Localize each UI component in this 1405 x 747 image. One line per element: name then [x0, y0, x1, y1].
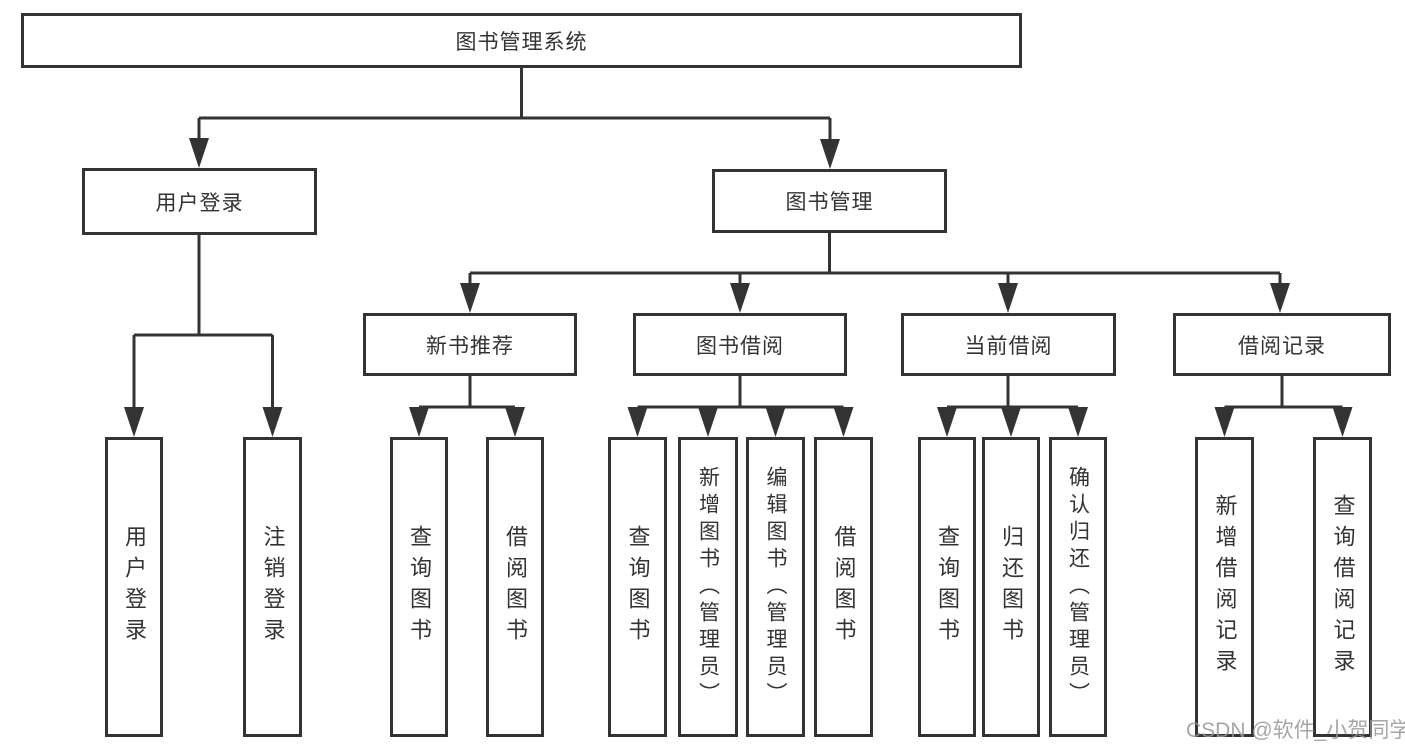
watermark: CSDN @软件_小贺同学: [1186, 719, 1405, 742]
leaf-current-query-books: 查询图书: [918, 437, 976, 737]
arrow-down-icon: [1068, 407, 1088, 437]
node-label: 借阅记录: [1238, 334, 1326, 358]
arrow-down-icon: [1001, 407, 1021, 437]
leaf-current-confirm-return-admin: 确认归还（管理员）: [1049, 437, 1107, 737]
arrow-down-icon: [627, 407, 648, 437]
leaf-recommend-query-books: 查询图书: [390, 437, 448, 737]
arrow-down-icon: [505, 407, 525, 437]
node-label: 用户登录: [155, 191, 244, 215]
arrow-down-icon: [998, 283, 1018, 313]
leaf-label: 注销登录: [260, 525, 286, 649]
leaf-label: 新增图书（管理员）: [696, 465, 720, 709]
leaf-borrowing-query-books: 查询图书: [608, 437, 667, 737]
arrow-down-icon: [409, 407, 429, 437]
leaf-borrowing-add-books-admin: 新增图书（管理员）: [678, 437, 738, 737]
leaf-label: 归还图书: [999, 525, 1024, 649]
node-label: 新书推荐: [426, 334, 514, 358]
arrowhead-icons: [124, 138, 1353, 437]
arrow-down-icon: [1214, 407, 1235, 437]
leaf-label: 查询图书: [935, 525, 960, 649]
node-label: 图书借阅: [696, 334, 784, 358]
arrow-down-icon: [460, 283, 480, 313]
leaf-label: 查询图书: [407, 525, 432, 649]
node-root: 图书管理系统: [21, 13, 1022, 68]
node-label: 图书管理: [785, 191, 874, 214]
arrow-down-icon: [765, 407, 786, 437]
leaf-label: 编辑图书（管理员）: [764, 465, 787, 709]
leaf-logout: 注销登录: [243, 437, 302, 737]
node-borrow-records: 借阅记录: [1173, 313, 1391, 376]
node-book-management: 图书管理: [712, 169, 947, 233]
leaf-current-return-books: 归还图书: [982, 437, 1040, 737]
leaf-label: 确认归还（管理员）: [1066, 465, 1090, 709]
node-current-borrowing: 当前借阅: [901, 313, 1116, 376]
leaf-label: 新增借阅记录: [1212, 494, 1238, 680]
leaf-label: 借阅图书: [831, 525, 857, 649]
arrow-down-icon: [1332, 407, 1353, 437]
node-user-login: 用户登录: [82, 168, 317, 235]
node-label: 当前借阅: [964, 334, 1053, 358]
node-new-book-recommend: 新书推荐: [363, 313, 577, 376]
leaf-records-query-record: 查询借阅记录: [1313, 437, 1372, 737]
arrow-down-icon: [937, 407, 957, 437]
node-label: 图书管理系统: [455, 30, 588, 54]
arrow-down-icon: [698, 407, 718, 437]
arrow-down-icon: [189, 138, 209, 168]
leaf-label: 用户登录: [122, 525, 147, 649]
arrow-down-icon: [262, 407, 283, 437]
leaf-recommend-borrow-books: 借阅图书: [486, 437, 544, 737]
leaf-borrowing-borrow-books: 借阅图书: [814, 437, 873, 737]
leaf-user-login: 用户登录: [105, 437, 163, 737]
arrow-down-icon: [1270, 283, 1290, 313]
arrow-down-icon: [833, 407, 854, 437]
leaf-label: 查询借阅记录: [1330, 494, 1356, 680]
leaf-borrowing-edit-books-admin: 编辑图书（管理员）: [746, 437, 805, 737]
leaf-label: 查询图书: [625, 525, 651, 649]
leaf-records-add-record: 新增借阅记录: [1195, 437, 1254, 737]
node-book-borrowing: 图书借阅: [633, 313, 847, 376]
leaf-label: 借阅图书: [503, 525, 528, 649]
arrow-down-icon: [820, 139, 840, 169]
arrow-down-icon: [730, 283, 750, 313]
arrow-down-icon: [124, 407, 144, 437]
